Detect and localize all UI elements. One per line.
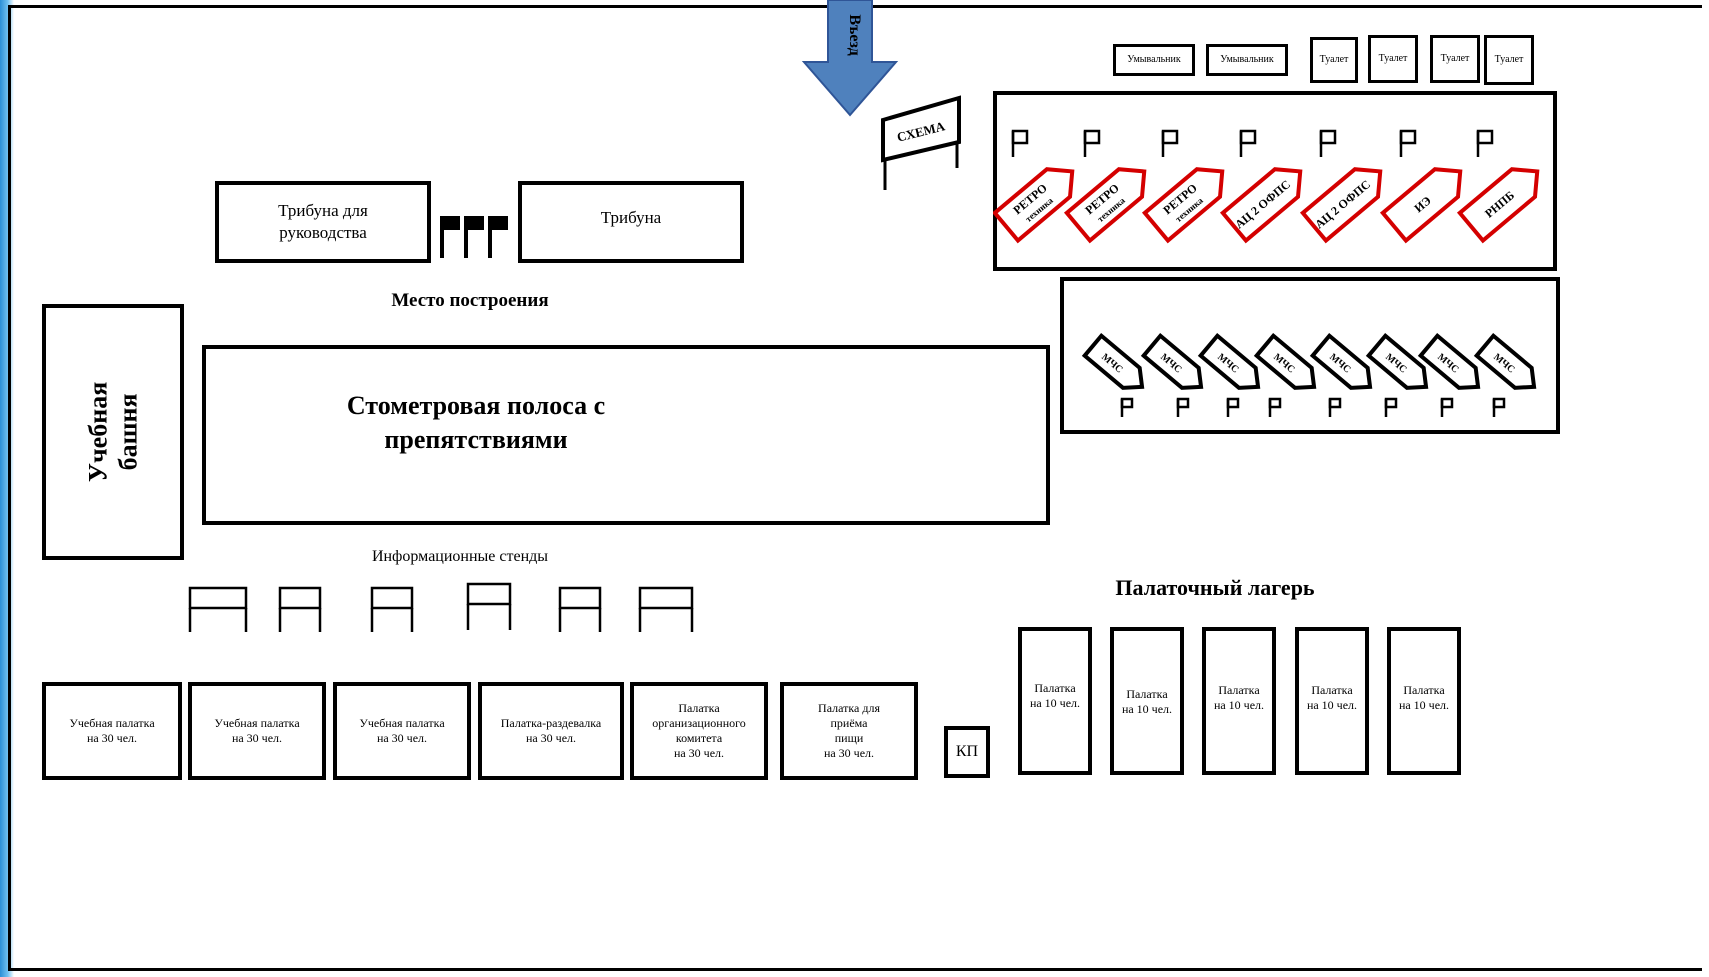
camp-label: Палаточный лагерь <box>1115 575 1315 600</box>
flag-icon <box>1083 129 1101 157</box>
flag-icon <box>1319 129 1337 157</box>
flag-icon <box>1268 397 1282 417</box>
formation-place-label: Место построения <box>391 290 549 311</box>
flag-icon <box>1476 129 1494 157</box>
mchs-vehicle: МЧС <box>1197 332 1261 390</box>
training-tent-3-label: Учебная палатка на 30 чел. <box>359 716 445 745</box>
flag-icon <box>1239 129 1257 157</box>
training-tent-2: Учебная палатка на 30 чел. <box>188 682 326 780</box>
washbasin-1-label: Умывальник <box>1127 53 1181 65</box>
retro-vehicles-area <box>993 91 1557 271</box>
flag-icon <box>1120 397 1134 417</box>
obstacle-course-label: Стометровая полоса с препятствиями <box>346 391 606 454</box>
entry-arrow-icon: Въезд <box>801 0 899 117</box>
main-stand: Трибуна <box>518 181 744 263</box>
flag-icon <box>1161 129 1179 157</box>
flag-icon <box>1399 129 1417 157</box>
info-stand <box>638 586 694 632</box>
training-tower-label: Учебная башня <box>83 381 142 483</box>
retro-vehicle: АЦ 2 ОФПС <box>1219 167 1303 244</box>
flag-icon <box>1226 397 1240 417</box>
training-tent-1: Учебная палатка на 30 чел. <box>42 682 182 780</box>
mchs-vehicle: МЧС <box>1140 332 1204 390</box>
mchs-vehicle: МЧС <box>1417 332 1481 390</box>
camp-tent-3: Палатка на 10 чел. <box>1202 627 1276 775</box>
flag-icon <box>1011 129 1029 157</box>
toilet-3-label: Туалет <box>1440 52 1470 64</box>
leadership-stand-label: Трибуна для руководства <box>278 200 368 242</box>
retro-vehicle: АЦ 2 ОФПС <box>1299 167 1383 244</box>
info-stand <box>188 586 248 632</box>
camp-tent-4: Палатка на 10 чел. <box>1295 627 1369 775</box>
training-tower: Учебная башня <box>42 304 184 560</box>
mchs-vehicle: МЧС <box>1309 332 1373 390</box>
training-tent-1-label: Учебная палатка на 30 чел. <box>69 716 155 745</box>
camp-tent-1: Палатка на 10 чел. <box>1018 627 1092 775</box>
leadership-stand: Трибуна для руководства <box>215 181 431 263</box>
toilet-1: Туалет <box>1310 37 1358 83</box>
toilet-1-label: Туалет <box>1319 53 1349 65</box>
schema-sign: СХЕМА <box>881 95 961 190</box>
camp-tent-1-label: Палатка на 10 чел. <box>1029 681 1081 710</box>
info-stand <box>278 586 322 632</box>
retro-vehicle: РНПБ <box>1456 167 1540 244</box>
camp-tent-3-label: Палатка на 10 чел. <box>1213 683 1265 712</box>
checkpoint-label: КП <box>955 743 979 760</box>
flag-icon <box>1492 397 1506 417</box>
entry-label: Въезд <box>846 14 863 55</box>
changing-tent-label: Палатка-раздевалка на 30 чел. <box>500 716 602 745</box>
training-tent-3: Учебная палатка на 30 чел. <box>333 682 471 780</box>
info-stands <box>188 582 694 632</box>
washbasin-2-label: Умывальник <box>1220 53 1274 65</box>
mchs-vehicle: МЧС <box>1253 332 1317 390</box>
toilet-4: Туалет <box>1484 35 1534 85</box>
toilet-3: Туалет <box>1430 35 1480 83</box>
mchs-vehicles-area <box>1060 277 1560 434</box>
flag-icon <box>1176 397 1190 417</box>
toilet-2-label: Туалет <box>1378 52 1408 64</box>
camp-tent-5: Палатка на 10 чел. <box>1387 627 1461 775</box>
info-stand <box>370 586 414 632</box>
info-stand <box>466 582 512 630</box>
flag-icon <box>1440 397 1454 417</box>
camp-tent-4-label: Палатка на 10 чел. <box>1306 683 1358 712</box>
obstacle-course: Стометровая полоса с препятствиями <box>202 345 1050 525</box>
dining-tent-label: Палатка для приёма пищи на 30 чел. <box>818 701 880 760</box>
dining-tent: Палатка для приёма пищи на 30 чел. <box>780 682 918 780</box>
mchs-vehicle: МЧС <box>1473 332 1537 390</box>
toilet-2: Туалет <box>1368 35 1418 83</box>
retro-vehicle: ИЭ <box>1379 167 1463 244</box>
flags-icon <box>440 216 508 258</box>
committee-tent-label: Палатка организационного комитета на 30 … <box>652 701 746 760</box>
mchs-vehicle: МЧС <box>1081 332 1145 390</box>
mchs-vehicle: МЧС <box>1365 332 1429 390</box>
info-stands-label: Информационные стенды <box>371 548 549 565</box>
main-stand-label: Трибуна <box>600 208 662 227</box>
training-tent-2-label: Учебная палатка на 30 чел. <box>214 716 300 745</box>
camp-tent-5-label: Палатка на 10 чел. <box>1398 683 1450 712</box>
washbasin-2: Умывальник <box>1206 44 1288 76</box>
flag-icon <box>1328 397 1342 417</box>
washbasin-1: Умывальник <box>1113 44 1195 76</box>
camp-tent-2-label: Палатка на 10 чел. <box>1121 687 1173 716</box>
changing-tent: Палатка-раздевалка на 30 чел. <box>478 682 624 780</box>
flag-icon <box>1384 397 1398 417</box>
checkpoint: КП <box>944 726 990 778</box>
toilet-4-label: Туалет <box>1494 53 1524 65</box>
info-stand <box>558 586 602 632</box>
camp-tent-2: Палатка на 10 чел. <box>1110 627 1184 775</box>
committee-tent: Палатка организационного комитета на 30 … <box>630 682 768 780</box>
